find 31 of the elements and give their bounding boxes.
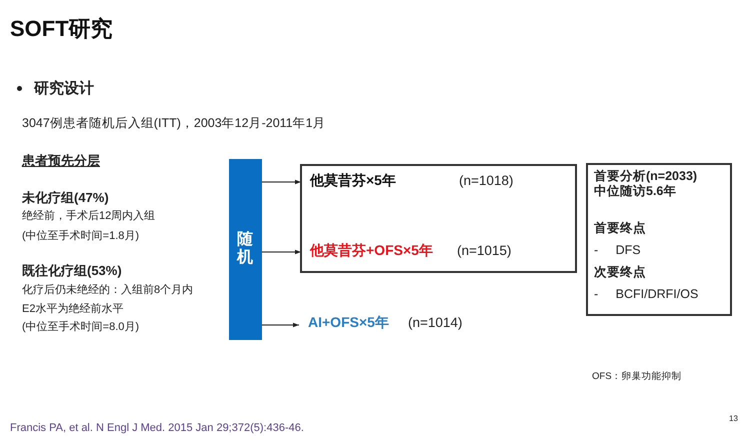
citation: Francis PA, et al. N Engl J Med. 2015 Jan 29;372(5):436-46.: [10, 422, 304, 434]
group-description: 化疗后仍未绝经的：入组前8个月内E2水平为绝经前水平: [22, 283, 194, 317]
slide-title: SOFT研究: [10, 15, 113, 43]
treatment-arm: 他莫昔芬+OFS×5年: [310, 242, 433, 260]
arrow: [262, 250, 302, 254]
endpoint-panel: [586, 163, 732, 316]
randomization-bar: [229, 159, 262, 340]
arrow: [262, 180, 302, 184]
sample-size: (n=1018): [459, 173, 514, 188]
endpoint-heading: 次要终点: [594, 265, 647, 280]
group-title: 既往化疗组(53%): [22, 262, 122, 280]
sample-size: (n=1015): [457, 243, 512, 258]
group-heading: 患者预先分层: [22, 152, 100, 170]
study-note: 3047例患者随机后入组(ITT)，2003年12月-2011年1月: [22, 115, 326, 132]
treatment-arm: 他莫昔芬×5年: [310, 172, 396, 190]
group-description: 绝经前，手术后12周内入组: [22, 209, 156, 223]
sample-size: (n=1014): [408, 315, 462, 330]
endpoint-item: - BCFI/DRFI/OS: [594, 287, 700, 302]
endpoint-heading: 首要终点: [594, 221, 647, 236]
page-number: 13: [729, 414, 738, 423]
bar-label: 随机: [237, 231, 253, 266]
endpoint-heading: 首要分析(n=2033) 中位随访5.6年: [594, 169, 698, 199]
group-description: (中位至手术时间=1.8月): [22, 229, 140, 243]
footnote: OFS：卵巢功能抑制: [592, 370, 682, 383]
endpoint-item: - DFS: [594, 243, 642, 258]
group-description: (中位至手术时间=8.0月): [22, 320, 140, 334]
group-title: 未化疗组(47%): [22, 189, 109, 207]
treatment-arm: AI+OFS×5年: [308, 314, 389, 332]
group-frame: [300, 164, 577, 273]
section-heading: 研究设计: [34, 79, 94, 98]
arrow: [262, 322, 300, 328]
